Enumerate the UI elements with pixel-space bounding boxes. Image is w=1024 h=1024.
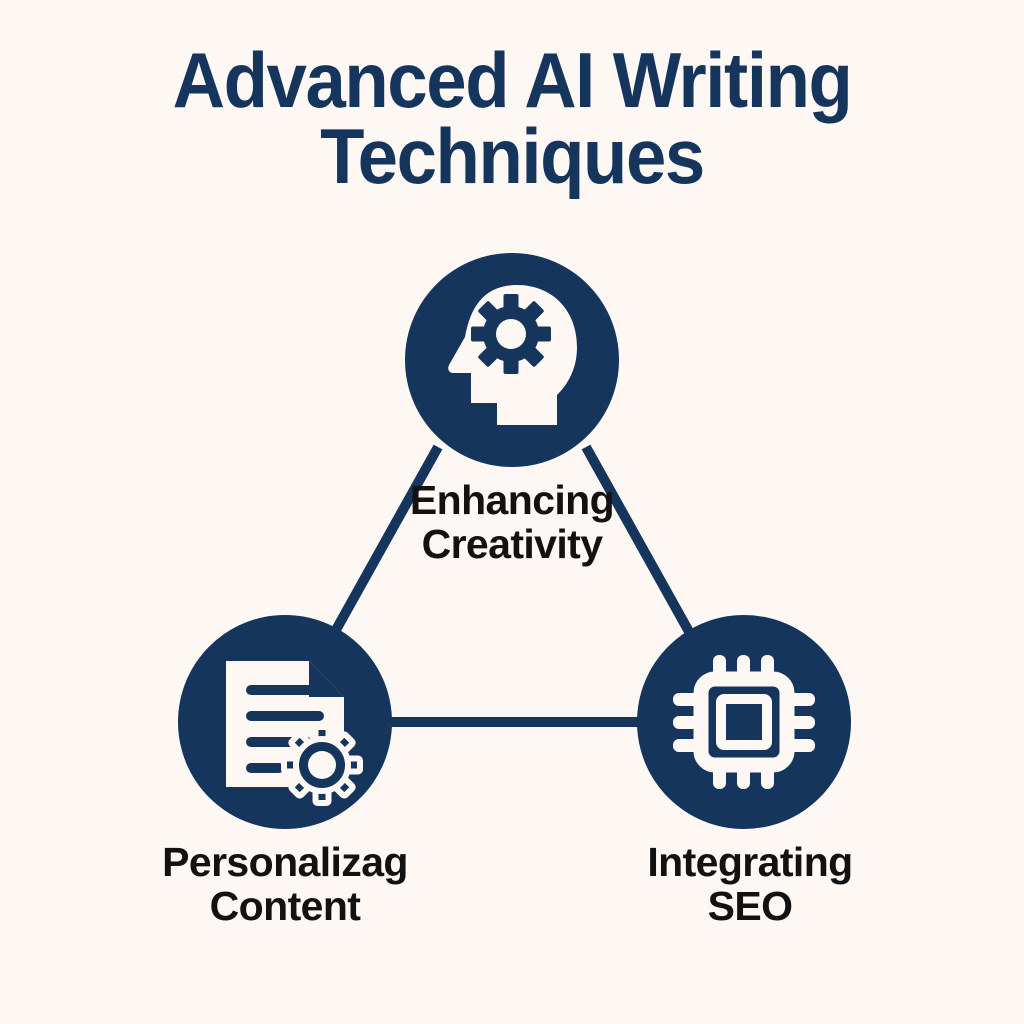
chip-body [693, 671, 795, 773]
label-line-2: SEO [707, 883, 793, 930]
node-label-integrating-seo: Integrating SEO [560, 840, 940, 929]
label-line-1: Enhancing [409, 477, 615, 523]
head-gear-icon [448, 285, 577, 425]
label-line-2: Content [209, 883, 361, 930]
connector-creativity-to-seo [581, 444, 697, 640]
chip-core [716, 694, 772, 750]
gear-shape [471, 294, 551, 374]
connector-creativity-to-personalization [327, 444, 443, 640]
label-line-1: Integrating [647, 839, 853, 885]
document-gear-icon [226, 661, 363, 806]
document-gear-badge [281, 724, 363, 806]
label-line-1: Personalizag [162, 839, 408, 885]
node-enhancing-creativity[interactable] [405, 253, 619, 467]
page-title-line-2: Techniques [320, 112, 705, 201]
gear-hole [496, 319, 526, 349]
node-circle [637, 615, 851, 829]
node-integrating-seo[interactable] [637, 615, 851, 829]
node-label-personalizing-content: Personalizag Content [95, 840, 475, 929]
label-line-2: Creativity [421, 521, 603, 568]
page-title-line-1: Advanced AI Writing [172, 36, 853, 124]
node-personalizing-content[interactable] [178, 615, 392, 829]
page-title: Advanced AI Writing Techniques [36, 36, 988, 201]
document-text-lines [246, 685, 324, 773]
node-label-enhancing-creativity: Enhancing Creativity [312, 478, 712, 567]
cpu-chip-icon [673, 655, 815, 789]
